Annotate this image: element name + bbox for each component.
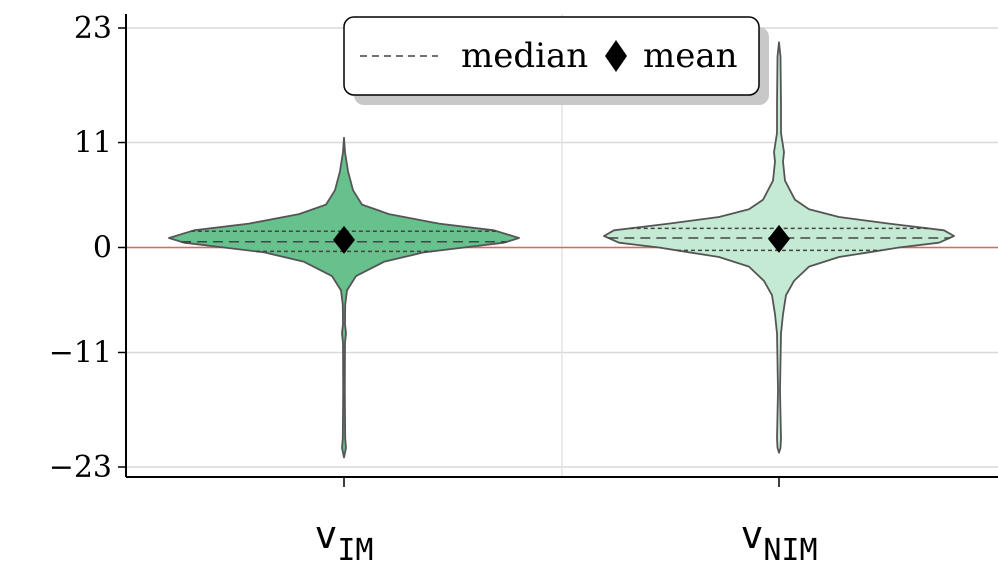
legend-median-label: median	[461, 36, 588, 76]
vim-mean-marker	[333, 225, 355, 254]
y-tick-label-1: 11	[74, 126, 112, 161]
category-label-main: v	[740, 513, 763, 557]
legend-mean-marker	[605, 40, 627, 72]
x-category-label-vnim: vNIM	[740, 513, 817, 568]
y-tick-label-3: −11	[49, 335, 112, 370]
vnim-mean-marker	[768, 224, 790, 253]
y-tick-label-2: 0	[93, 231, 112, 266]
legend-box	[343, 16, 760, 96]
category-label-subscript: NIM	[763, 533, 817, 568]
y-tick-labels: 23 11 0 −11 −23	[49, 11, 112, 485]
violins	[168, 41, 955, 459]
violin-vim	[168, 136, 520, 459]
legend: median mean	[343, 16, 769, 105]
x-category-label-vim: vIM	[314, 513, 373, 568]
category-label-subscript: IM	[337, 533, 373, 568]
y-tick-label-0: 23	[74, 11, 112, 46]
legend-mean-label: mean	[643, 36, 738, 76]
y-tick-label-4: −23	[49, 450, 112, 485]
category-label-main: v	[314, 513, 337, 557]
axes	[118, 14, 998, 487]
